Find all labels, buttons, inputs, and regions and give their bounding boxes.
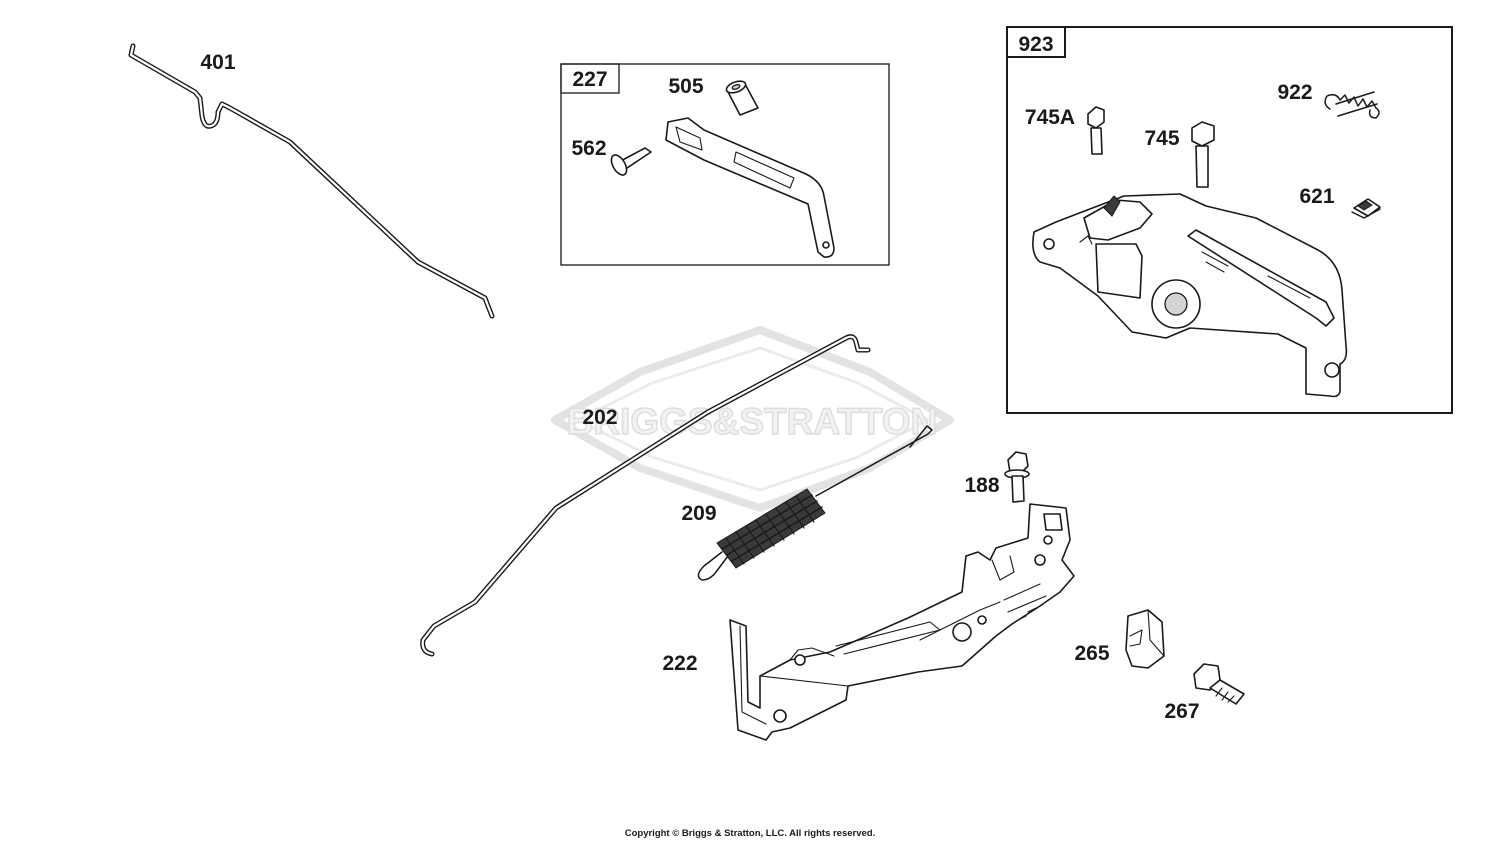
kit-923-frame (1006, 26, 1453, 414)
part-922-spring (1324, 91, 1380, 119)
part-562-pin (610, 147, 652, 176)
callout-401: 401 (200, 51, 235, 74)
brand-watermark: BRIGGS&STRATTON (551, 326, 954, 512)
callout-222: 222 (662, 652, 697, 675)
callout-562: 562 (571, 137, 606, 160)
kit-923-tag (1006, 26, 1066, 58)
callout-267: 267 (1164, 700, 1199, 723)
callout-621: 621 (1299, 185, 1334, 208)
part-202-control-rod (420, 334, 871, 657)
callout-202: 202 (582, 406, 617, 429)
copyright-notice: Copyright © Briggs & Stratton, LLC. All … (625, 828, 876, 839)
part-188-bolt (1004, 451, 1030, 503)
callout-188: 188 (964, 474, 999, 497)
part-222-control-bracket (729, 503, 1075, 741)
part-923-control-plate (1032, 193, 1348, 398)
part-621-clip (1351, 198, 1381, 219)
callout-505: 505 (668, 75, 703, 98)
callout-745A: 745A (1025, 106, 1075, 129)
kit-box-923: 923 (1006, 26, 1453, 414)
kit-227-tag (560, 63, 620, 94)
callout-922: 922 (1277, 81, 1312, 104)
part-745A-bolt (1087, 106, 1105, 155)
part-267-screw (1193, 663, 1245, 705)
callout-745: 745 (1144, 127, 1179, 150)
part-227-lever-bracket (665, 117, 835, 258)
part-401-link-wire (128, 43, 495, 319)
kit-227-frame (560, 63, 890, 266)
kit-227-label: 227 (572, 68, 607, 91)
spring-coils (716, 488, 826, 569)
callout-265: 265 (1074, 642, 1109, 665)
part-209-spring (697, 425, 933, 581)
part-745-bolt (1191, 121, 1215, 188)
callout-209: 209 (681, 502, 716, 525)
kit-923-label: 923 (1018, 33, 1053, 56)
part-505-spacer (725, 80, 759, 116)
part-265-block (1125, 609, 1165, 669)
kit-box-227: 227 (560, 63, 890, 266)
watermark-text: BRIGGS&STRATTON (567, 401, 938, 442)
